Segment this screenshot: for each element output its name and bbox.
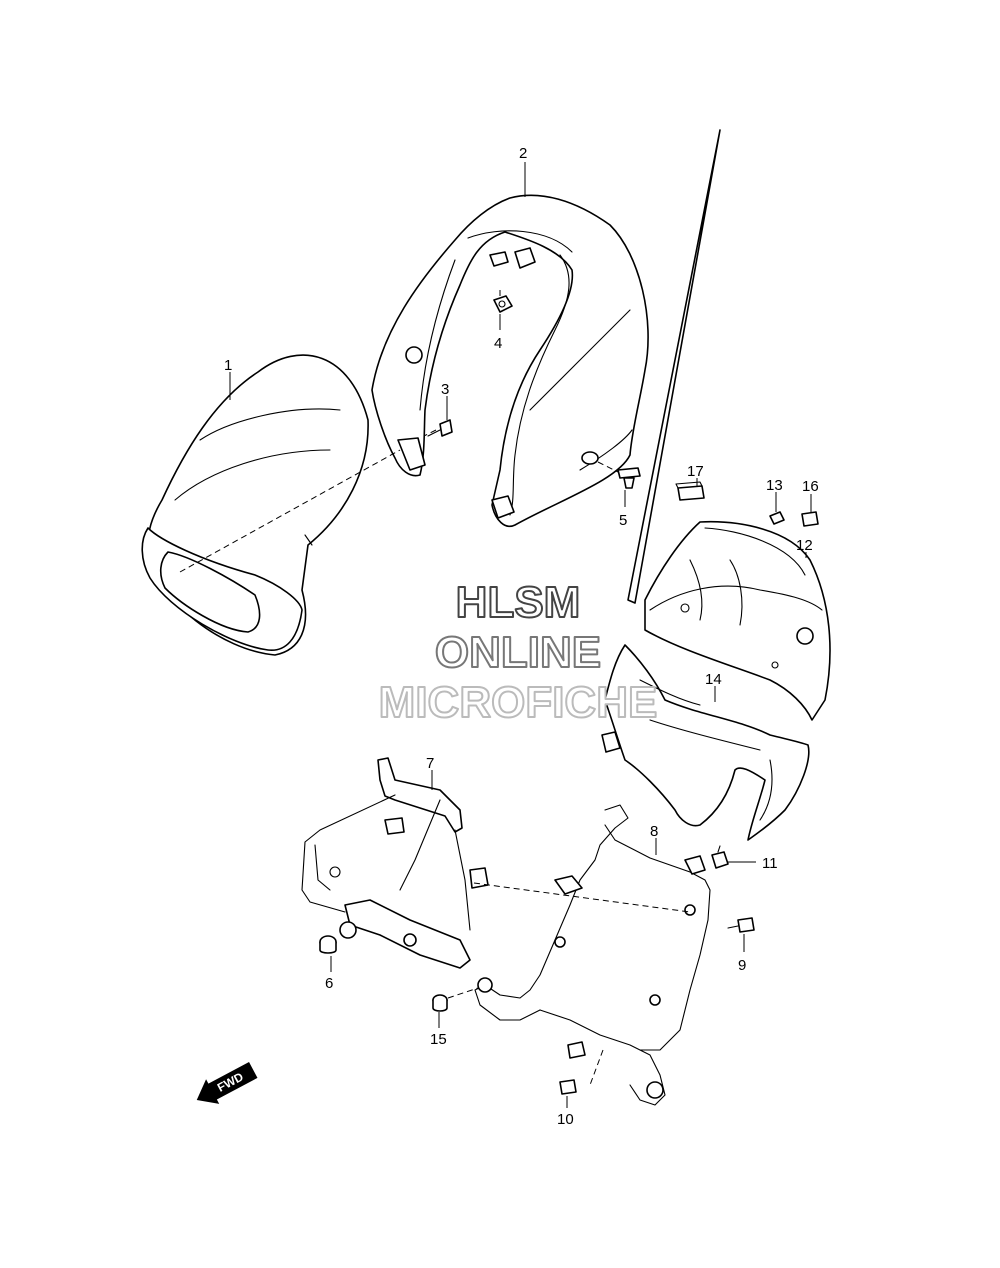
callout-9: 9 — [738, 957, 746, 974]
callout-17: 17 — [687, 463, 704, 480]
callout-11: 11 — [762, 855, 778, 872]
callout-4: 4 — [494, 335, 502, 352]
callout-3: 3 — [441, 381, 449, 398]
part-7-left-bracket[interactable] — [301, 757, 489, 969]
part-5-trim-clip[interactable] — [617, 467, 641, 489]
callout-10: 10 — [557, 1111, 574, 1128]
leader-lines — [229, 162, 812, 1108]
watermark: HLSM ONLINE MICROFICHE — [378, 577, 659, 728]
callout-2: 2 — [519, 145, 527, 162]
part-9-bolt[interactable] — [727, 917, 755, 933]
callout-12: 12 — [796, 537, 813, 554]
part-11-stud[interactable] — [711, 845, 729, 869]
callout-16: 16 — [802, 478, 819, 495]
part-17-cushion[interactable] — [675, 481, 705, 501]
callout-1: 1 — [224, 357, 232, 374]
fwd-arrow-icon: FWD — [196, 1062, 258, 1104]
callout-14: 14 — [705, 671, 722, 688]
part-15-grommet[interactable] — [432, 994, 448, 1012]
callout-5: 5 — [619, 512, 627, 529]
callout-13: 13 — [766, 477, 783, 494]
watermark-line-3: MICROFICHE — [379, 678, 658, 727]
part-8-main-bracket[interactable] — [474, 804, 711, 1106]
part-14-lower-inner-cover[interactable] — [601, 644, 810, 841]
part-13-nut[interactable] — [769, 511, 785, 525]
callout-6: 6 — [325, 975, 333, 992]
part-12-inner-panel[interactable] — [644, 520, 831, 721]
callout-labels: 1 2 3 4 5 6 7 8 9 10 11 12 13 14 15 16 1… — [224, 145, 819, 1128]
part-1-headlamp-cover[interactable] — [141, 354, 369, 656]
callout-15: 15 — [430, 1031, 447, 1048]
part-4-clip[interactable] — [493, 295, 513, 313]
watermark-line-2: ONLINE — [435, 628, 601, 677]
part-3-screw[interactable] — [427, 419, 453, 437]
watermark-line-1: HLSM — [456, 578, 581, 627]
part-16-clip[interactable] — [801, 511, 819, 527]
part-2-upper-cowling[interactable] — [371, 129, 721, 604]
callout-7: 7 — [426, 755, 434, 772]
part-10-bolt[interactable] — [559, 1079, 577, 1095]
assembly-lines — [179, 290, 691, 1086]
part-6-grommet[interactable] — [319, 935, 337, 954]
callout-8: 8 — [650, 823, 658, 840]
